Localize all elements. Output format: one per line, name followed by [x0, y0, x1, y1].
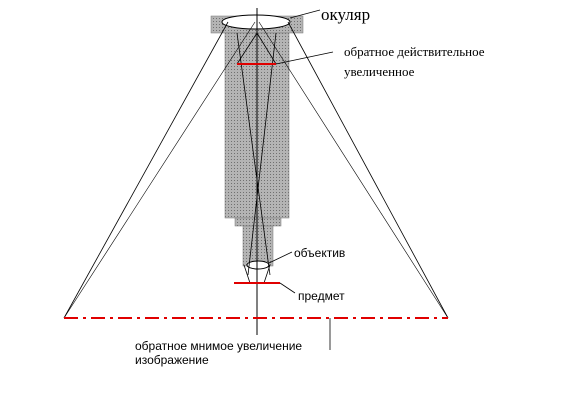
leader-eyepiece: [289, 9, 321, 19]
ray-outer-left: [63, 21, 229, 319]
objective-barrel: [242, 225, 274, 267]
ray: [263, 264, 271, 284]
label-objective: объектив: [294, 246, 345, 260]
label-eyepiece: окуляр: [321, 5, 370, 24]
ray: [247, 32, 277, 276]
ray-outer-left-inner: [63, 21, 256, 319]
ray: [243, 264, 251, 284]
ray-outer-right-inner: [258, 21, 449, 319]
objective-lens: [246, 260, 270, 270]
ray-outer-right: [287, 21, 449, 319]
eyepiece-lens: [221, 14, 291, 30]
leader-object: [279, 282, 296, 294]
leader-real-image: [275, 51, 334, 65]
ray: [236, 32, 271, 276]
tube-neck: [234, 217, 282, 227]
ray: [256, 32, 277, 65]
label-virtual-image-line1: обратное мнимое увеличение: [135, 339, 302, 353]
label-real-image-line2: увеличенное: [344, 64, 415, 79]
ray: [236, 32, 258, 65]
label-virtual-image-line2: изображение: [135, 353, 209, 367]
leader-objective: [268, 251, 293, 264]
label-real-image-line1: обратное действительное: [344, 44, 485, 59]
label-object: предмет: [298, 289, 345, 303]
